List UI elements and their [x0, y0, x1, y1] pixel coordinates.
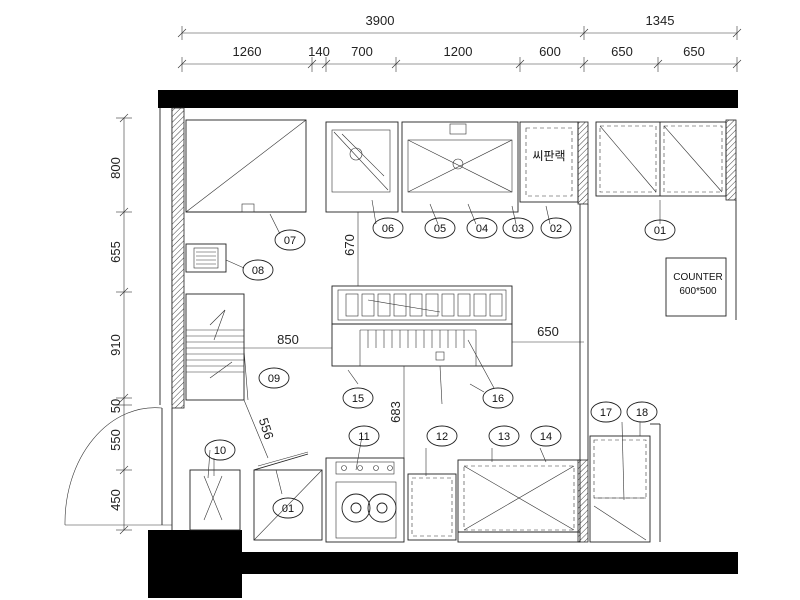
dim-top-seg-3: 700	[351, 44, 373, 59]
tag-03: 03	[502, 217, 534, 239]
tag-12: 12	[426, 425, 458, 447]
top-dimension-row-segments: 1260 140 700 1200 600 650 650	[177, 44, 742, 72]
wall-left-column	[171, 107, 185, 409]
tag-11-text: 11	[358, 431, 369, 443]
tag-15: 15	[342, 387, 374, 409]
tag-18: 18	[626, 401, 658, 423]
equipment-11-stove	[325, 457, 405, 543]
wall-top	[172, 90, 738, 108]
tag-04-text: 04	[476, 223, 488, 235]
tag-18-text: 18	[636, 407, 648, 419]
tag-13-text: 13	[498, 431, 510, 443]
tag-07: 07	[274, 229, 306, 251]
dim-top-seg-6: 650	[611, 44, 633, 59]
top-dimension-row-total: 3900 1345	[177, 13, 742, 40]
tag-03-text: 03	[512, 223, 524, 235]
tag-02-text: 02	[550, 223, 562, 235]
dim-top-seg-4: 1200	[444, 44, 473, 59]
dim-top-seg-5: 600	[539, 44, 561, 59]
equipment-12-cabinet	[407, 448, 457, 541]
counter: COUNTER 600*500	[665, 257, 727, 317]
inner-dimension-lines: 670 850 650 683 556	[243, 212, 584, 459]
tag-01-top-text: 01	[654, 225, 666, 237]
tag-02: 02	[540, 217, 572, 239]
partition-hatched-upper	[577, 121, 589, 205]
tag-14: 14	[530, 425, 562, 447]
counter-label-line1: COUNTER	[673, 272, 722, 283]
tag-14-text: 14	[540, 431, 552, 443]
tag-12-text: 12	[436, 431, 448, 443]
equipment-01-fryer	[253, 451, 323, 541]
dim-inner-556: 556	[256, 416, 277, 441]
left-dimension-column: 800 655 910 50 550 450	[108, 113, 132, 535]
tag-09-text: 09	[268, 373, 280, 385]
tag-01-bottom: 01	[272, 497, 304, 519]
tag-07-text: 07	[284, 235, 296, 247]
dim-left-1: 800	[108, 157, 123, 179]
dim-top-total-1: 3900	[366, 13, 395, 28]
dim-top-seg-1: 1260	[233, 44, 262, 59]
counter-label-line2: 600*500	[679, 286, 717, 297]
tag-15-text: 15	[352, 393, 364, 405]
walls	[148, 90, 738, 598]
dim-inner-650: 650	[537, 324, 559, 339]
equipment-02-03-rack: 씨판랙	[511, 121, 579, 225]
dim-left-6: 450	[108, 489, 123, 511]
tag-01-bottom-text: 01	[282, 503, 294, 515]
tag-05: 05	[424, 217, 456, 239]
equipment-15-16-island	[331, 285, 513, 389]
wall-top-left-stub	[158, 90, 174, 108]
rack-label: 씨판랙	[532, 149, 565, 163]
tag-01-top: 01	[644, 219, 676, 241]
tag-06: 06	[372, 217, 404, 239]
tag-17-text: 17	[600, 407, 612, 419]
tag-10: 10	[204, 439, 236, 461]
tag-10-text: 10	[214, 445, 226, 457]
wall-bottom-left-block	[148, 530, 242, 598]
equipment-08-machine	[185, 243, 245, 273]
tag-11: 11	[348, 425, 380, 447]
equipment-06-sink	[325, 121, 399, 225]
tag-16-text: 16	[492, 393, 504, 405]
tag-16: 16	[482, 387, 514, 409]
equipment-07-table	[185, 119, 307, 235]
tag-13: 13	[488, 425, 520, 447]
equipment-05-04-sink-unit	[401, 121, 519, 225]
wall-bottom	[242, 552, 738, 574]
tag-04: 04	[466, 217, 498, 239]
tag-06-text: 06	[382, 223, 394, 235]
dim-inner-670: 670	[342, 234, 357, 256]
dim-left-3: 910	[108, 334, 123, 356]
dim-left-4: 50	[108, 399, 123, 413]
tag-09: 09	[258, 367, 290, 389]
dim-inner-850: 850	[277, 332, 299, 347]
dim-left-5: 550	[108, 429, 123, 451]
dim-inner-683: 683	[388, 401, 403, 423]
dim-top-total-2: 1345	[646, 13, 675, 28]
dim-top-seg-7: 650	[683, 44, 705, 59]
leader-lines	[207, 365, 485, 495]
partition-hatched-lower	[577, 459, 589, 543]
dim-top-seg-2: 140	[308, 44, 330, 59]
equipment-09-shelf	[185, 293, 249, 401]
equipment-10-stand	[189, 458, 241, 531]
dim-left-2: 655	[108, 241, 123, 263]
tag-08-text: 08	[252, 265, 264, 277]
door-swing	[64, 407, 173, 530]
tag-05-text: 05	[434, 223, 446, 235]
tag-08: 08	[242, 259, 274, 281]
equipment-13-14-worktable	[457, 447, 581, 543]
tag-17: 17	[590, 401, 622, 423]
wall-right-column-top	[725, 119, 737, 201]
equipment-01-refrigerator	[595, 121, 727, 224]
equipment-17-18-fridge	[589, 421, 661, 543]
equipment-tags: 07 06 05 04 03 02 01 08 09 15 16 10 11 1…	[204, 217, 676, 519]
